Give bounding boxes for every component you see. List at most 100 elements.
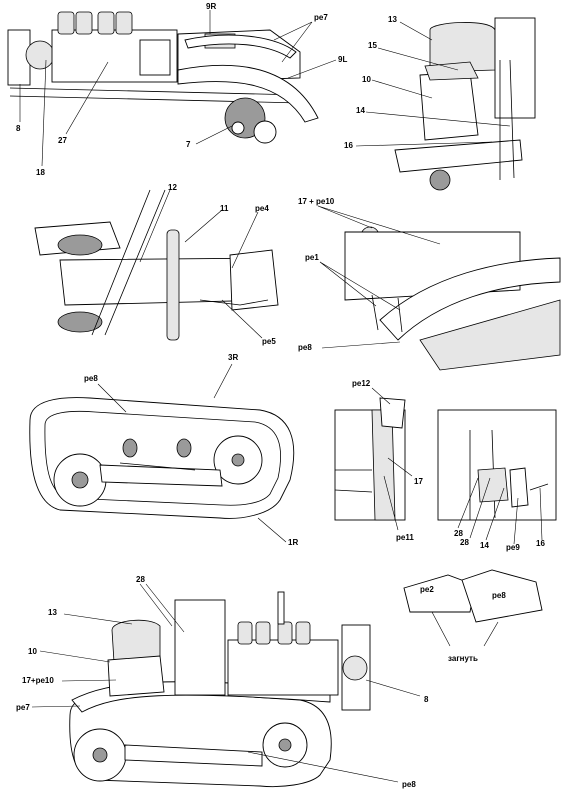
fender-detail-part [379, 257, 561, 341]
leader-pe11 [383, 475, 399, 531]
leader-27 [65, 61, 109, 135]
full-drive-hub [92, 747, 108, 763]
plate-pe8 [461, 569, 543, 623]
leader-14-lever [485, 487, 505, 541]
panel-fender-controls-detail: 17 + pe10 pe1 pe8 [298, 197, 561, 371]
idler-wheel-hub [231, 453, 245, 467]
label-15: 15 [368, 41, 377, 50]
full-engine [227, 639, 339, 696]
leader-7 [195, 125, 233, 145]
fender-edge-part [334, 469, 373, 493]
leader-pe8 [321, 341, 401, 349]
leader-pe7-full [31, 705, 81, 708]
label-8: 8 [16, 124, 21, 133]
leader-pe8-track [97, 383, 127, 413]
hub-cap-part [253, 120, 277, 144]
pedal-16-part [529, 483, 549, 491]
leader-11 [184, 209, 223, 243]
leader-13-full [63, 613, 133, 625]
leader-16-lever [539, 487, 543, 541]
leader-pe8-full [247, 751, 399, 783]
leader-10-full [39, 650, 111, 663]
cylinder-3 [97, 11, 115, 35]
full-radiator-fan [342, 655, 368, 681]
label-16: 16 [344, 141, 353, 150]
floor-plate-part [394, 139, 523, 173]
cab-wall-part [494, 17, 536, 119]
leader-1R [257, 517, 287, 543]
full-track-frame [124, 744, 263, 767]
label-9L: 9L [338, 55, 347, 64]
label-pe5: pe5 [262, 337, 276, 346]
panel-engine-fender-assembly: 9R pe7 9L 8 27 18 7 [7, 2, 347, 177]
label-pe1: pe1 [305, 253, 319, 262]
radiator-fan-part [25, 40, 55, 70]
label-18: 18 [36, 168, 45, 177]
leader-fold [431, 611, 499, 647]
fender-9L-part [177, 64, 319, 123]
cylinder-1 [57, 11, 75, 35]
leader-3R [213, 363, 233, 399]
label-pe7: pe7 [314, 13, 328, 22]
leader-13 [399, 21, 433, 41]
label-10-full: 10 [28, 647, 37, 656]
label-pe4: pe4 [255, 204, 269, 213]
wheel-part [429, 169, 451, 191]
label-12: 12 [168, 183, 177, 192]
label-pe8: pe8 [298, 343, 312, 352]
label-11: 11 [220, 204, 229, 213]
engine-side-part [139, 39, 171, 76]
full-exhaust-pipe [277, 591, 285, 625]
axle-11-part [166, 229, 180, 341]
fender-9R-part [184, 34, 297, 59]
leader-17pe10-full [61, 679, 117, 682]
lever-pe9-part [509, 467, 529, 508]
full-cylinder-2 [255, 621, 271, 645]
label-17-pe10-full: 17+pe10 [22, 676, 54, 685]
leader-17pe10 [317, 205, 441, 245]
label-16-lever: 16 [536, 539, 545, 548]
leader-pe9 [513, 497, 519, 545]
panel-side-plate-detail: pe12 17 pe11 [334, 379, 423, 542]
label-9R: 9R [206, 2, 216, 11]
label-14-lever: 14 [480, 541, 489, 550]
leader-28-full [139, 583, 185, 633]
label-8-full: 8 [424, 695, 429, 704]
leader-17 [387, 457, 413, 477]
label-1R: 1R [288, 538, 298, 547]
leader-pe7 [273, 21, 313, 63]
support-roller-2 [176, 438, 192, 458]
leader-9L [287, 59, 337, 79]
control-rods-part [371, 294, 403, 333]
leader-28a [457, 477, 479, 529]
label-pe8-track: pe8 [84, 374, 98, 383]
seat-back-10-part [419, 71, 479, 141]
label-27: 27 [58, 136, 67, 145]
full-idler-hub [278, 738, 292, 752]
idler-wheel-top [57, 234, 103, 256]
cylinder-2 [75, 11, 93, 35]
frame-arrow-part [119, 462, 196, 471]
track-loop-inner [44, 410, 281, 506]
drive-wheel-hub [71, 471, 89, 489]
panel-track-assembly: 3R pe8 1R [29, 353, 298, 547]
panel-lever-detail: 28 28 14 pe9 16 [437, 409, 557, 552]
track-detail-part [419, 299, 561, 371]
full-cylinder-4 [295, 621, 311, 645]
label-13: 13 [388, 15, 397, 24]
lever-detail-frame [437, 409, 557, 521]
label-14: 14 [356, 106, 365, 115]
leader-15 [377, 47, 459, 71]
full-cab-wall [174, 599, 226, 696]
label-pe8-plate: pe8 [492, 591, 506, 600]
label-28b: 28 [460, 538, 469, 547]
full-cylinder-3 [277, 621, 293, 645]
label-17-pe10: 17 + pe10 [298, 197, 335, 206]
label-7: 7 [186, 140, 191, 149]
full-seat [107, 655, 165, 697]
frame-rail-part [9, 87, 301, 104]
label-pe2-plate: pe2 [420, 585, 434, 594]
label-pe11: pe11 [396, 533, 414, 542]
label-pe12: pe12 [352, 379, 371, 388]
